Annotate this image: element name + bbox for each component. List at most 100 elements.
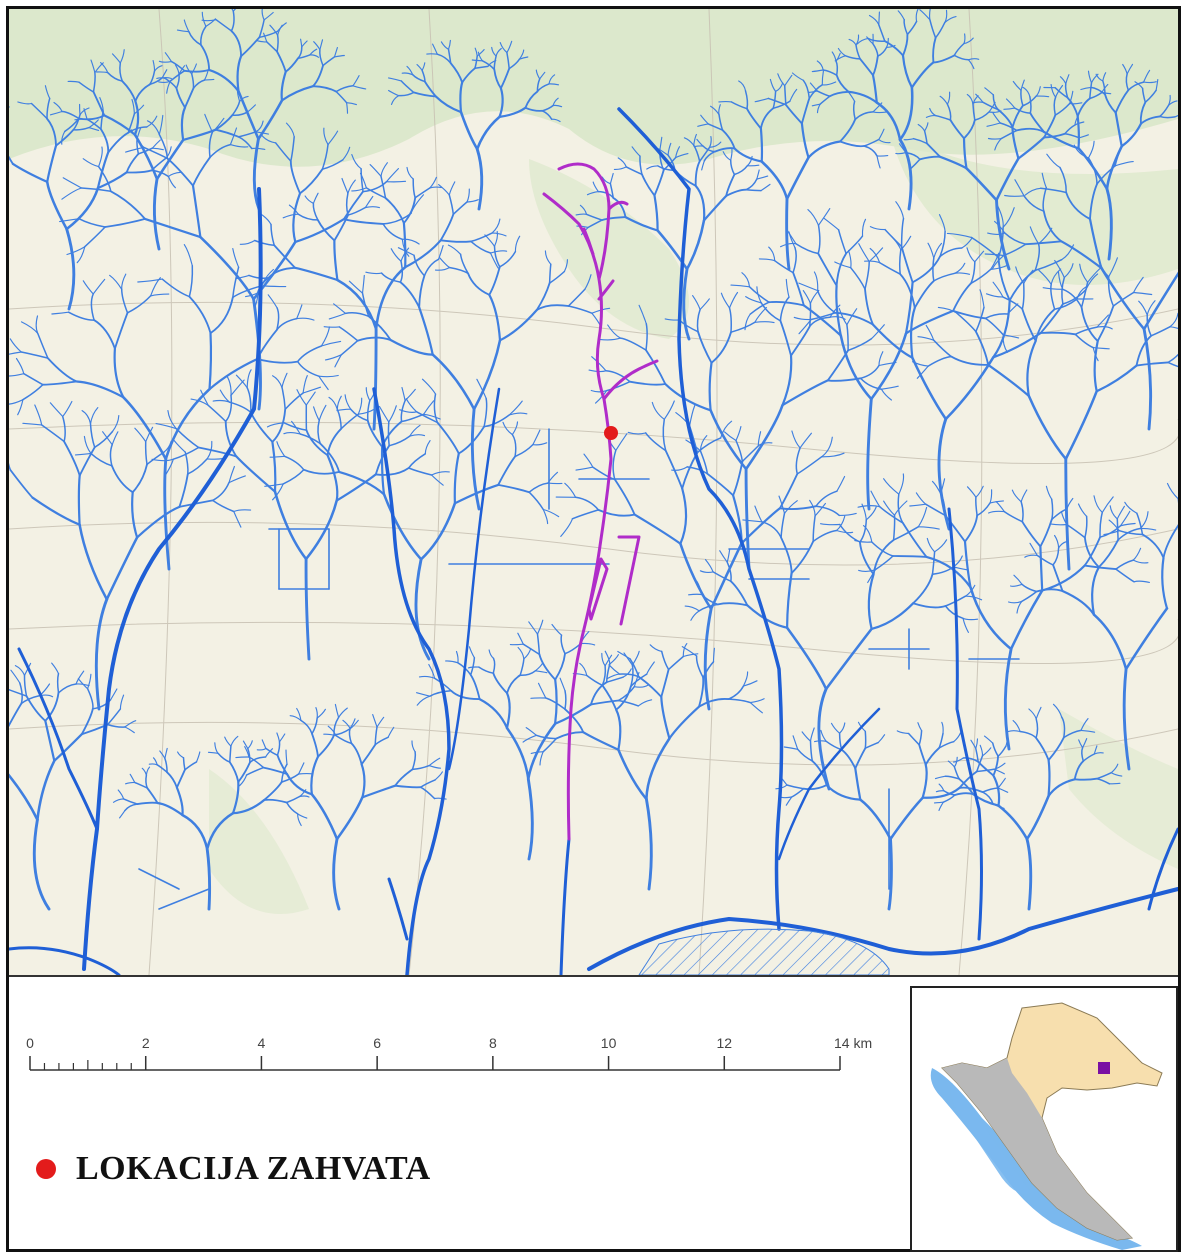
- tributary-segment: [156, 77, 167, 80]
- tributary-segment: [934, 775, 946, 780]
- tributary-segment: [80, 707, 94, 736]
- tributary-segment: [424, 440, 431, 455]
- tributary-segment: [46, 117, 57, 147]
- tributary-segment: [431, 474, 444, 486]
- tributary-segment: [92, 71, 96, 93]
- project-location-marker[interactable]: [604, 426, 618, 440]
- tributary-segment: [809, 499, 816, 517]
- tributary-segment: [729, 580, 749, 607]
- tributary-segment: [282, 468, 305, 485]
- tributary-segment: [206, 458, 224, 460]
- tributary-segment: [898, 143, 907, 154]
- tributary-segment: [962, 757, 979, 763]
- tributary-segment: [1053, 96, 1057, 116]
- tributary-segment: [338, 326, 359, 342]
- tributary-segment: [36, 759, 56, 822]
- tributary-segment: [187, 458, 208, 475]
- tributary-segment: [728, 291, 739, 309]
- tributary-segment: [495, 47, 502, 57]
- tributary-segment: [872, 55, 879, 77]
- tributary-segment: [380, 272, 402, 283]
- tributary-segment: [678, 319, 699, 333]
- tributary-segment: [488, 265, 501, 296]
- tributary-segment: [987, 232, 1006, 236]
- tributary-segment: [952, 282, 972, 312]
- tributary-segment: [886, 44, 896, 48]
- tributary-segment: [333, 716, 340, 736]
- tributary-segment: [605, 380, 631, 392]
- tributary-segment: [718, 104, 721, 116]
- tributary-segment: [298, 762, 305, 775]
- tributary-segment: [498, 106, 527, 118]
- tributary-segment: [309, 54, 320, 58]
- tributary-segment: [421, 378, 437, 395]
- tributary-segment: [1069, 90, 1074, 105]
- tributary-segment: [633, 513, 682, 545]
- tributary-segment: [819, 95, 831, 105]
- tributary-segment: [855, 44, 861, 60]
- tributary-segment: [374, 736, 389, 746]
- tributary-segment: [466, 199, 479, 203]
- tributary-segment: [49, 402, 64, 418]
- tributary-segment: [1021, 308, 1037, 342]
- tributary-segment: [333, 214, 350, 242]
- tributary-segment: [939, 493, 946, 517]
- main-rivers: [9, 107, 1178, 975]
- tributary-segment: [409, 434, 426, 437]
- tributary-segment: [791, 430, 801, 449]
- tributary-segment: [492, 657, 496, 674]
- tributary-segment: [1079, 263, 1089, 283]
- tributary-segment: [898, 473, 905, 495]
- tributary-segment: [1041, 172, 1047, 189]
- tributary-segment: [136, 801, 159, 806]
- tributary-segment: [1120, 122, 1142, 148]
- tributary-segment: [312, 202, 319, 221]
- tributary-segment: [679, 542, 713, 611]
- tributary-segment: [134, 427, 147, 443]
- tributary-segment: [985, 293, 1004, 298]
- tributary-segment: [327, 130, 339, 146]
- tributary-segment: [820, 523, 841, 526]
- tributary-segment: [730, 101, 748, 110]
- tributary-segment: [987, 137, 1002, 140]
- tributary-segment: [281, 386, 286, 411]
- tributary-segment: [1133, 276, 1144, 294]
- tributary-segment: [825, 784, 862, 801]
- tributary-segment: [288, 204, 299, 215]
- hydrographic-map[interactable]: [9, 9, 1178, 975]
- tributary-segment: [548, 263, 552, 284]
- tributary-segment: [72, 114, 81, 131]
- tributary-segment: [784, 74, 793, 87]
- tributary-segment: [1077, 146, 1109, 191]
- tributary-segment: [461, 67, 476, 84]
- tributary-segment: [745, 188, 762, 192]
- tributary-segment: [1099, 511, 1104, 538]
- tributary-segment: [740, 507, 781, 545]
- tributary-segment: [1020, 489, 1028, 503]
- tributary-segment: [146, 786, 159, 804]
- tributary-segment: [439, 213, 455, 242]
- tributary-segment: [627, 431, 647, 435]
- tributary-segment: [389, 338, 434, 356]
- tributary-segment: [619, 337, 647, 351]
- tributary-segment: [564, 482, 577, 498]
- tributary-segment: [1143, 69, 1151, 83]
- tributary-segment: [835, 52, 841, 62]
- tributary-segment: [870, 324, 885, 340]
- tributary-segment: [592, 466, 616, 481]
- tributary-segment: [237, 131, 257, 138]
- tributary-segment: [83, 435, 92, 454]
- tributary-segment: [1029, 542, 1038, 556]
- tributary-segment: [746, 107, 762, 130]
- tributary-segment: [323, 127, 329, 146]
- tributary-segment: [201, 11, 207, 27]
- tributary-segment: [664, 382, 712, 412]
- tributary-segment: [432, 43, 438, 55]
- tributary-segment: [397, 247, 415, 256]
- tributary-segment: [127, 126, 148, 134]
- tributary-segment: [1021, 520, 1042, 548]
- inset-locator-map[interactable]: [910, 986, 1178, 1252]
- tributary-segment: [536, 83, 550, 93]
- tributary-segment: [898, 86, 914, 141]
- tributary-segment: [617, 157, 627, 168]
